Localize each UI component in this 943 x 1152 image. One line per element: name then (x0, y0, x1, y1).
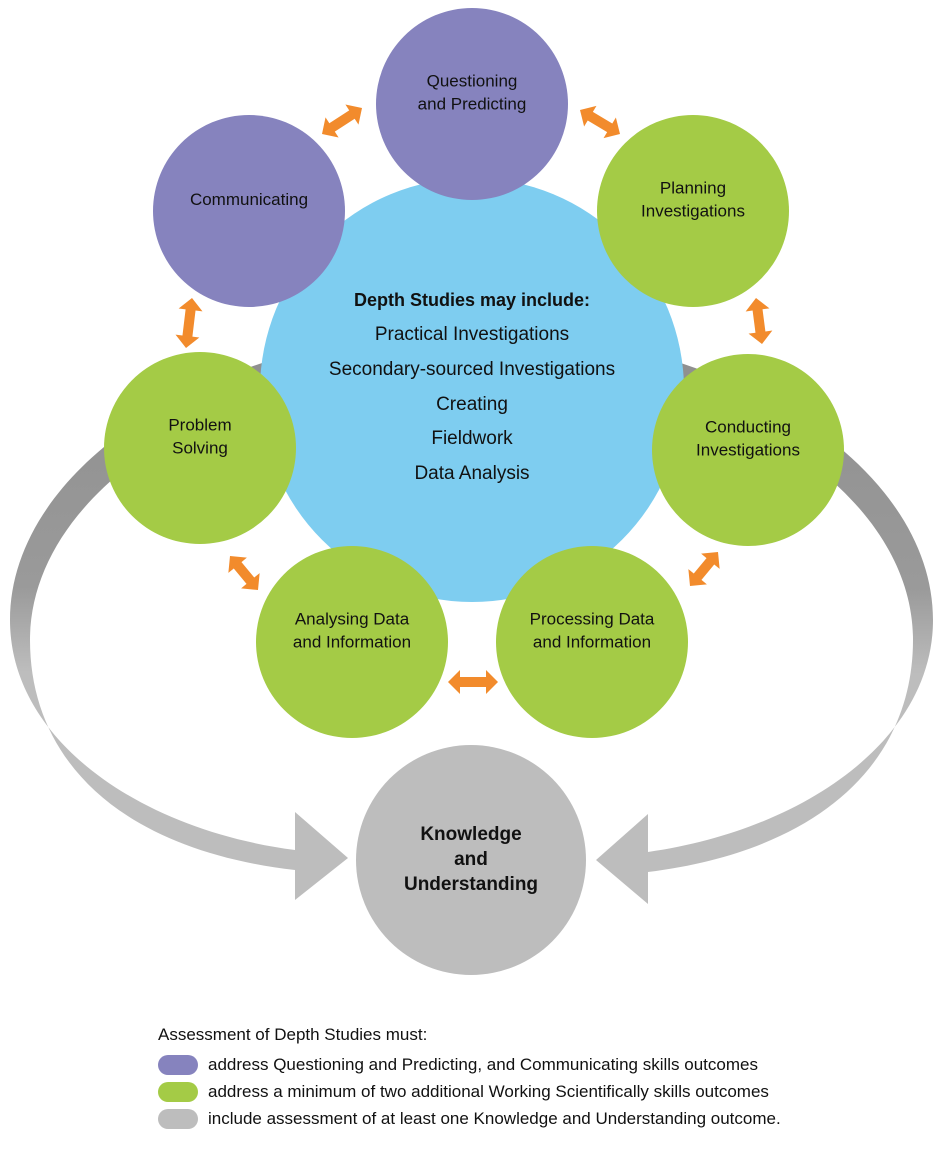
skill-label: Conducting (705, 418, 791, 437)
legend-item: address a minimum of two additional Work… (158, 1078, 781, 1105)
center-title: Depth Studies may include: (354, 290, 590, 310)
skill-node-questioning: Questioning and Predicting (376, 8, 568, 200)
green-swatch-icon (158, 1081, 198, 1102)
depth-studies-diagram: Questioning and PredictingPlanningInvesti… (10, 8, 933, 975)
double-arrow-icon (580, 105, 620, 139)
depth-studies-center (260, 178, 684, 602)
knowledge-label: Knowledge (420, 824, 521, 845)
skill-label: Communicating (190, 190, 308, 209)
center-item: Practical Investigations (375, 324, 569, 345)
skill-circle (652, 354, 844, 546)
double-arrow-icon (688, 552, 720, 586)
center-item: Secondary-sourced Investigations (329, 359, 615, 380)
legend-title: Assessment of Depth Studies must: (158, 1025, 428, 1044)
skill-circle (376, 8, 568, 200)
legend-text: address a minimum of two additional Work… (208, 1081, 769, 1101)
legend-item: include assessment of at least one Knowl… (158, 1105, 781, 1132)
skill-label: Planning (660, 179, 726, 198)
skill-circle (496, 546, 688, 738)
skill-label: Investigations (641, 202, 745, 221)
center-item: Creating (436, 394, 508, 415)
skill-node-analysing: Analysing Data and Information (256, 546, 448, 738)
legend-text: address Questioning and Predicting, and … (208, 1054, 758, 1074)
skill-label: Solving (172, 439, 228, 458)
skill-node-processing: Processing Data and Information (496, 546, 688, 738)
skill-label: Analysing Data (295, 610, 410, 629)
skill-label: Problem (168, 416, 231, 435)
skill-circle (153, 115, 345, 307)
double-arrow-icon (228, 556, 260, 590)
knowledge-label: and (454, 849, 488, 870)
legend-item: address Questioning and Predicting, and … (158, 1051, 781, 1078)
center-item: Data Analysis (414, 463, 529, 484)
knowledge-label: Understanding (404, 874, 538, 895)
skill-circle (256, 546, 448, 738)
legend-text: include assessment of at least one Knowl… (208, 1108, 781, 1128)
skill-node-communicating: Communicating (153, 115, 345, 307)
skill-circle (104, 352, 296, 544)
knowledge-understanding-node (356, 745, 586, 975)
skill-label: Investigations (696, 441, 800, 460)
double-arrow-icon (448, 670, 498, 694)
double-arrow-icon (745, 298, 773, 344)
skill-label: Processing Data (530, 610, 655, 629)
legend: Assessment of Depth Studies must: addres… (158, 1025, 781, 1132)
skill-circle (597, 115, 789, 307)
double-arrow-icon (322, 104, 362, 138)
grey-swatch-icon (158, 1108, 198, 1129)
double-arrow-icon (175, 297, 203, 349)
skill-label: and Predicting (418, 95, 527, 114)
center-item: Fieldwork (431, 428, 513, 449)
purple-swatch-icon (158, 1054, 198, 1075)
skill-label: and Information (533, 633, 651, 652)
skill-label: and Information (293, 633, 411, 652)
skill-label: Questioning (427, 72, 518, 91)
